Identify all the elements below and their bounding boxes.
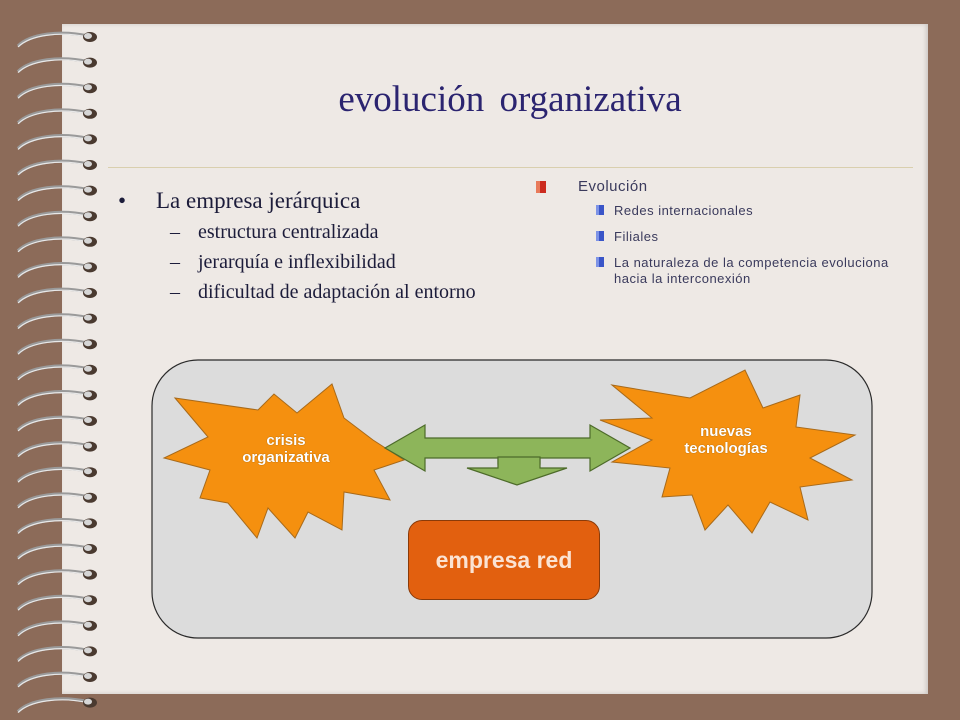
spiral-ring: [16, 620, 97, 637]
right-burst-line2: tecnologías: [684, 440, 768, 457]
left-main-bullet: • La empresa jerárquica: [118, 188, 478, 214]
left-burst-label: crisis organizativa: [226, 432, 346, 466]
left-main-text: La empresa jerárquica: [156, 188, 361, 213]
right-starburst: [599, 369, 857, 534]
spiral-ring: [16, 236, 97, 253]
spiral-ring: [16, 185, 97, 202]
spiral-ring: [16, 364, 97, 381]
right-bullet-list: Evolución Redes internacionales Filiales…: [536, 178, 906, 297]
left-bullet-list: • La empresa jerárquica –estructura cent…: [118, 188, 478, 310]
list-item: –jerarquía e inflexibilidad: [170, 250, 478, 275]
spiral-ring: [16, 313, 97, 330]
left-burst-line1: crisis: [266, 432, 306, 449]
blue-square-bullet-icon: [596, 231, 604, 241]
double-headed-arrow: [383, 423, 632, 473]
blue-square-bullet-icon: [596, 205, 604, 215]
title-divider: [108, 167, 913, 168]
spiral-ring: [16, 594, 97, 611]
left-burst-line2: organizativa: [242, 449, 330, 466]
spiral-ring: [16, 441, 97, 458]
spiral-ring: [16, 57, 97, 74]
blue-square-bullet-icon: [596, 257, 604, 267]
dash-icon: –: [170, 251, 180, 273]
spiral-ring: [16, 31, 97, 48]
spiral-binding: [16, 31, 97, 714]
spiral-ring: [16, 210, 97, 227]
right-main-text: Evolución: [578, 178, 648, 195]
spiral-ring: [16, 338, 97, 355]
spiral-ring: [16, 697, 97, 714]
right-main-bullet: Evolución: [536, 178, 906, 195]
left-sub-list: –estructura centralizada –jerarquía e in…: [118, 220, 478, 305]
dash-icon: –: [170, 281, 180, 303]
right-sub-list: Redes internacionales Filiales La natura…: [536, 203, 906, 287]
spiral-ring: [16, 518, 97, 534]
list-item: –estructura centralizada: [170, 220, 478, 245]
spiral-ring: [16, 287, 97, 304]
list-item-text: dificultad de adaptación al entorno: [198, 281, 476, 303]
list-item: –dificultad de adaptación al entorno: [170, 280, 478, 305]
left-starburst: [162, 383, 406, 539]
list-item-text: La naturaleza de la competencia evolucio…: [614, 255, 889, 286]
slide-title: evolución organizativa: [338, 79, 682, 120]
red-square-bullet-icon: [536, 181, 546, 193]
list-item-text: jerarquía e inflexibilidad: [198, 251, 396, 273]
spiral-ring: [16, 108, 97, 125]
spiral-ring: [16, 646, 97, 662]
list-item: La naturaleza de la competencia evolucio…: [596, 255, 906, 287]
spiral-ring: [16, 415, 97, 432]
down-arrow: [466, 456, 568, 486]
spiral-ring: [16, 159, 97, 176]
list-item: Filiales: [596, 229, 906, 245]
list-item-text: Redes internacionales: [614, 203, 754, 218]
right-burst-label: nuevas tecnologías: [666, 423, 786, 457]
bullet-dot-icon: •: [118, 188, 127, 213]
spiral-ring: [16, 82, 97, 99]
list-item-text: estructura centralizada: [198, 221, 379, 243]
spiral-ring: [16, 466, 97, 483]
spiral-ring: [16, 390, 97, 406]
spiral-ring: [16, 262, 97, 278]
spiral-ring: [16, 569, 97, 586]
spiral-ring: [16, 492, 97, 509]
spiral-ring: [16, 543, 97, 560]
list-item: Redes internacionales: [596, 203, 906, 219]
dash-icon: –: [170, 221, 180, 243]
right-burst-line1: nuevas: [700, 423, 752, 440]
list-item-text: Filiales: [614, 229, 659, 244]
empresa-red-box: empresa red: [408, 520, 600, 600]
spiral-ring: [16, 134, 97, 150]
spiral-ring: [16, 671, 97, 688]
